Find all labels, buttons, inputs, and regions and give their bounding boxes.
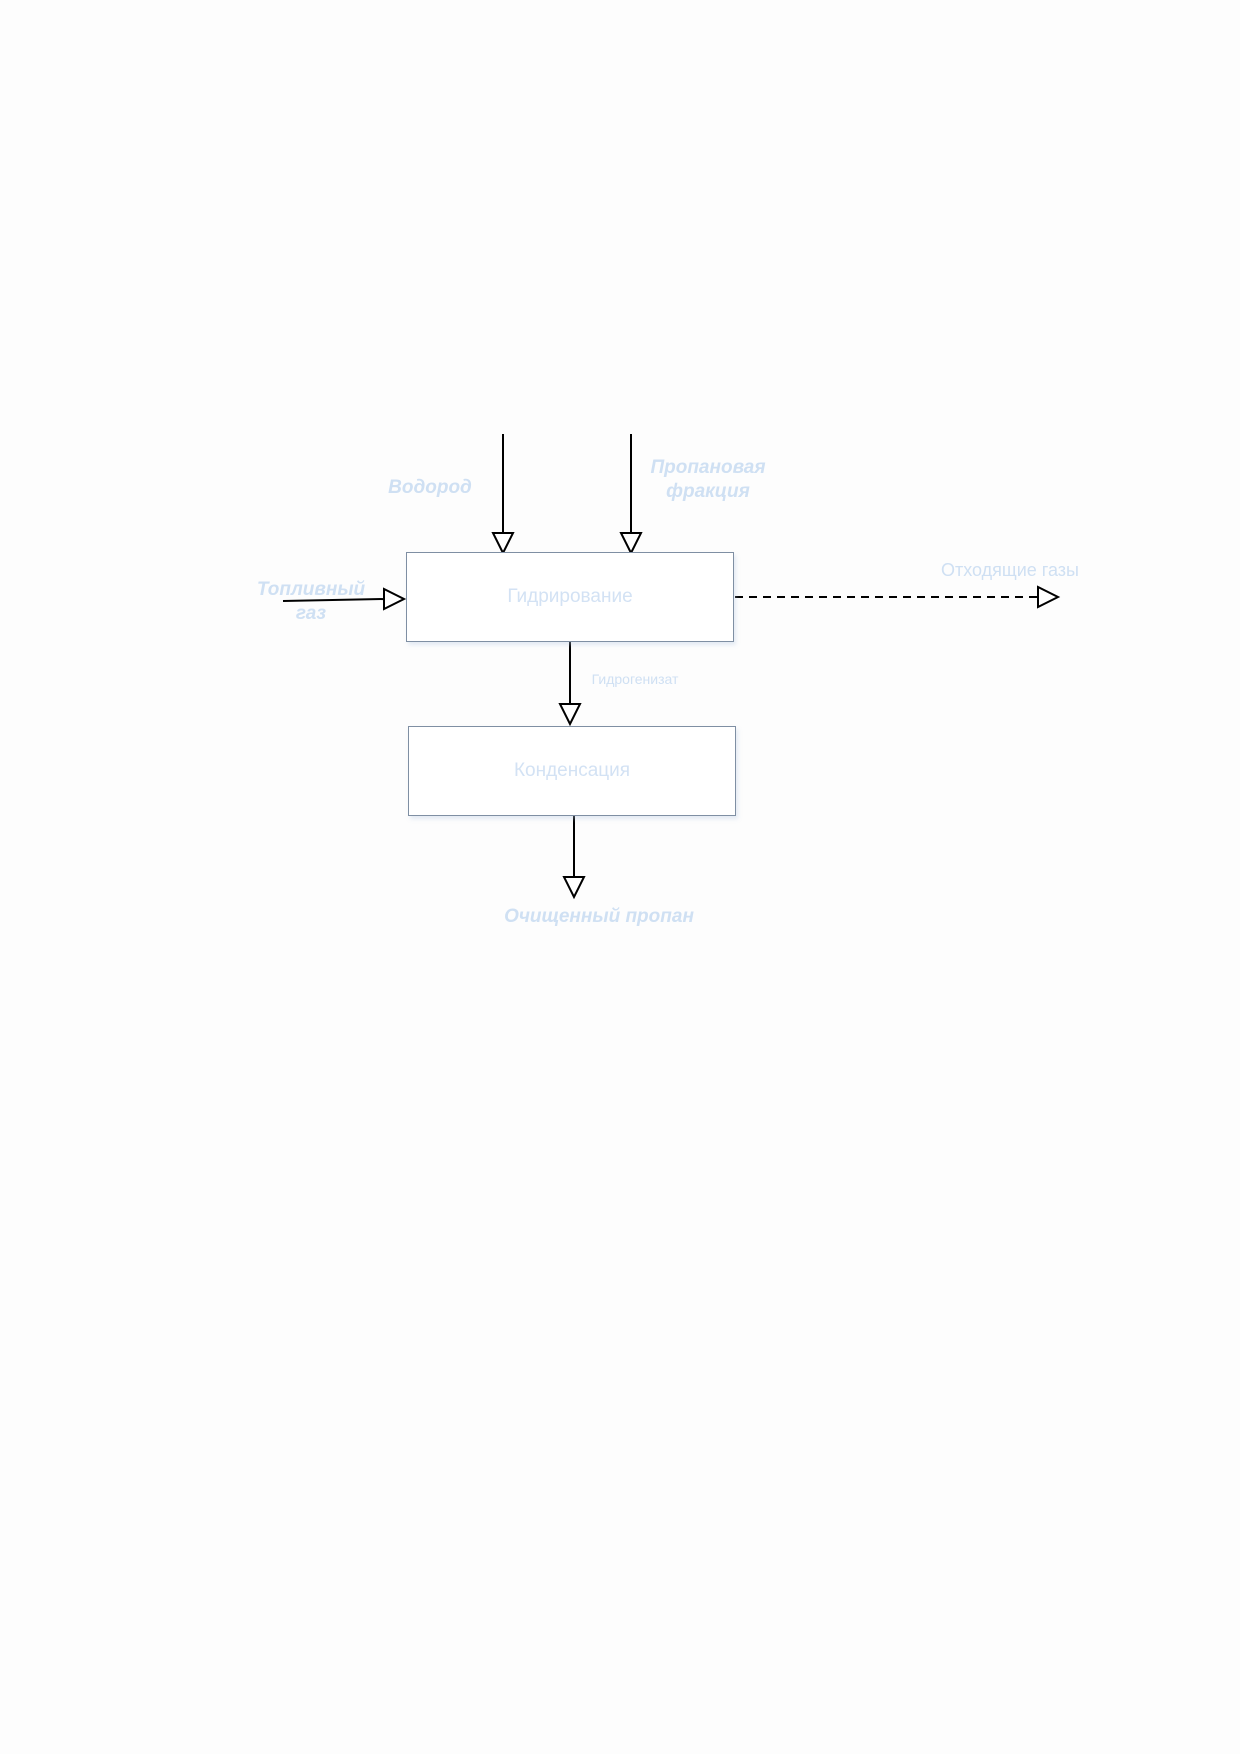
hydrogen-label: Водород [380,476,480,500]
propane-fraction-line1: Пропановая [650,457,766,478]
hydrogenation-box: Гидрирование [406,552,734,642]
hydrogenate-text: Гидрогенизат [591,671,679,687]
purified-propane-text: Очищенный пропан [504,906,694,927]
propane-fraction-label: Пропановая фракция [638,456,778,504]
purified-propane-label: Очищенный пропан [484,905,714,929]
propane-fraction-line2: фракция [666,480,750,502]
off-gases-output-arrow [735,585,1061,609]
fuel-gas-input-arrow [282,587,407,611]
hydrogen-text: Водород [388,477,472,498]
fuel-gas-label: Топливный газ [246,578,376,626]
propane-input-arrow [619,434,643,556]
fuel-gas-line1: Топливный [256,579,366,600]
off-gases-label: Отходящие газы [925,559,1095,582]
hydrogen-input-arrow [491,434,515,556]
purified-propane-output-arrow [562,815,586,900]
condensation-box: Конденсация [408,726,736,816]
condensation-label: Конденсация [513,760,631,781]
hydrogenate-label: Гидрогенизат [575,671,695,689]
hydrogenation-label: Гидрирование [507,586,633,607]
off-gases-text: Отходящие газы [941,560,1079,580]
hydrogenate-connector-arrow [558,642,582,727]
fuel-gas-line2: газ [295,602,327,624]
